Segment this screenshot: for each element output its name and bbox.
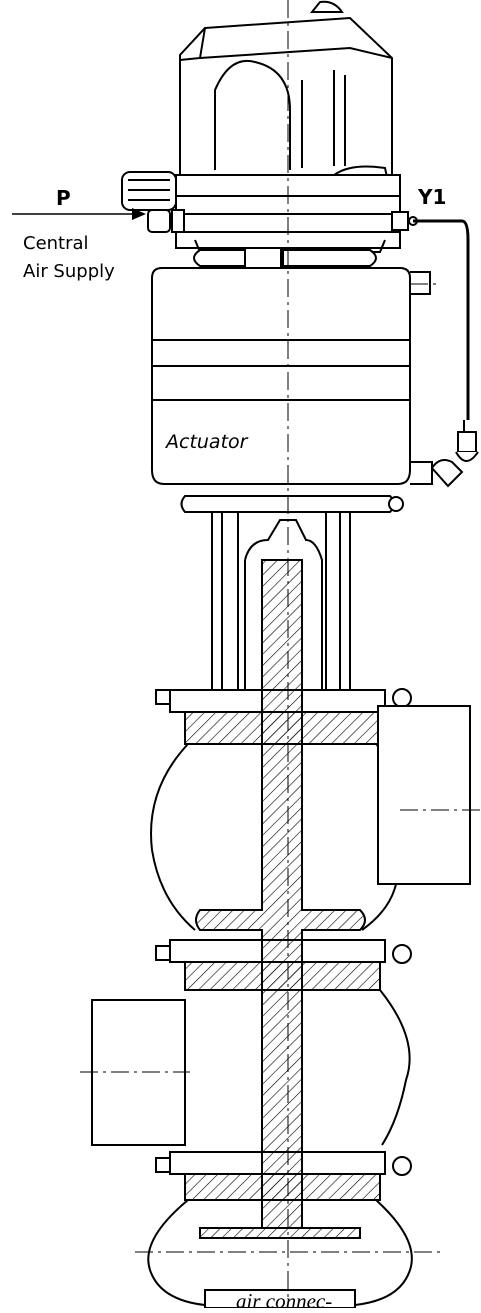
control-head — [121, 0, 418, 253]
supply-arrow — [12, 208, 146, 220]
pressure-label: P — [56, 186, 71, 210]
upper-valve-housing — [150, 705, 471, 931]
air-line-y1 — [413, 219, 479, 462]
caption-fragment: air connec- — [236, 1289, 333, 1313]
supply-label-line1: Central — [23, 233, 89, 254]
bottom-valve-housing — [147, 1199, 413, 1309]
lower-valve-housing — [91, 939, 412, 1201]
supply-label-line2: Air Supply — [23, 261, 115, 282]
center-lines — [80, 0, 481, 1308]
adapter-ring — [193, 247, 377, 269]
valve-stem — [195, 559, 366, 1229]
actuator-body — [151, 267, 464, 488]
actuator-label: Actuator — [166, 431, 248, 453]
lantern-yoke — [180, 495, 404, 690]
output-y1-label: Y1 — [418, 185, 447, 209]
